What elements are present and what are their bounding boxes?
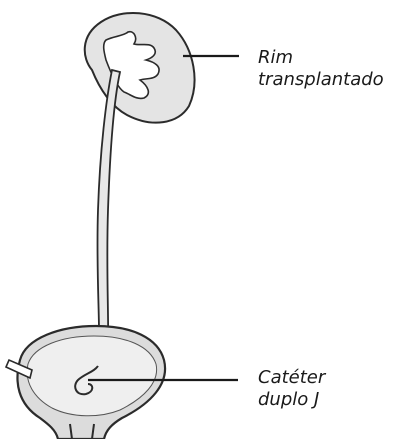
- catheter-label-line-1: Catéter: [258, 367, 325, 389]
- kidney-label: Rim transplantado: [258, 47, 384, 91]
- catheter-label: Catéter duplo J: [258, 367, 325, 411]
- kidney-label-line-1: Rim: [258, 47, 384, 69]
- catheter-label-line-2: duplo J: [258, 389, 325, 411]
- kidney-label-line-2: transplantado: [258, 69, 384, 91]
